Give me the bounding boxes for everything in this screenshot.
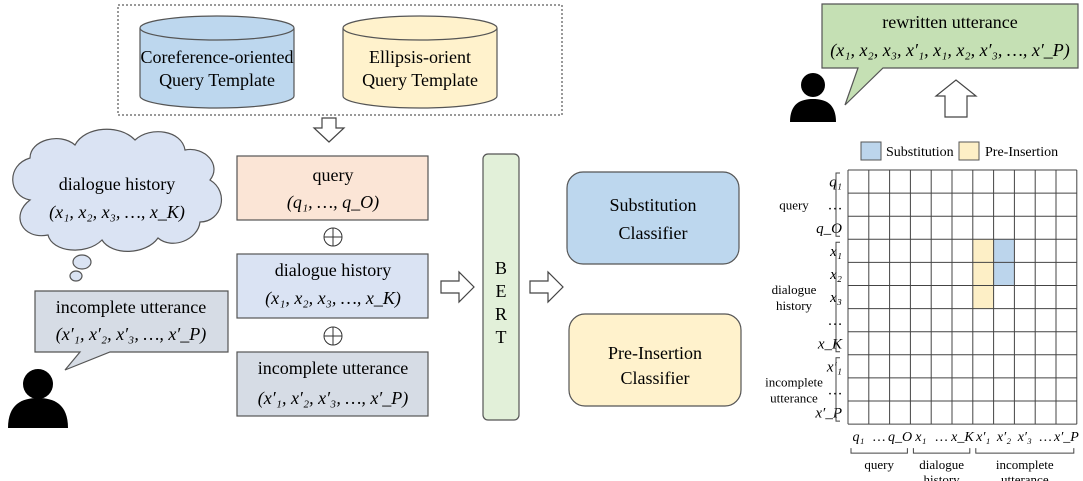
row-group-label: utterance — [770, 390, 818, 405]
col-group-bracket — [975, 448, 1075, 454]
col-label: x′₁ — [975, 430, 990, 445]
row-group-label: dialogue — [772, 282, 817, 297]
bert-letter: E — [496, 281, 507, 301]
preinsertion-classifier-line2: Classifier — [621, 368, 690, 388]
bert-letter: R — [495, 304, 507, 324]
col-label: … — [873, 430, 885, 445]
col-label: q₁ — [852, 430, 864, 445]
oplus-symbol — [323, 227, 343, 247]
user-icon — [790, 73, 836, 122]
substitution-cell — [993, 239, 1015, 263]
bert-letter: T — [496, 327, 507, 347]
row-group-label: incomplete — [765, 374, 823, 389]
legend-substitution-swatch — [860, 141, 882, 161]
col-group-bracket — [912, 448, 971, 454]
substitution-classifier-line1: Substitution — [609, 195, 696, 215]
coreference-template-cylinder: Coreference-oriented Query Template — [139, 15, 295, 109]
preinsertion-classifier-line1: Pre-Insertion — [608, 343, 702, 363]
utterance-box-formula: (x′₁, x′₂, x′₃, …, x′_P) — [258, 388, 408, 409]
bubble-formula: (x′₁, x′₂, x′₃, …, x′_P) — [56, 324, 206, 345]
dialogue-history-box: dialogue history (x₁, x₂, x₃, …, x_K) — [236, 253, 429, 319]
row-group-bracket — [835, 357, 840, 422]
history-box-title: dialogue history — [275, 260, 391, 280]
row-label: q_O — [816, 221, 842, 237]
utterance-box-title: incomplete utterance — [258, 358, 408, 378]
rewritten-utterance-bubble: rewritten utterance (x₁, x₂, x₃, x′₁, x₁… — [821, 3, 1079, 106]
query-box-title: query — [313, 165, 354, 185]
row-label: x′₁ — [826, 359, 842, 375]
up-arrow-icon — [934, 79, 978, 118]
row-label: … — [829, 382, 842, 398]
preinsertion-cell — [972, 262, 994, 286]
bert-letter: B — [495, 258, 507, 278]
rewritten-title: rewritten utterance — [882, 12, 1017, 32]
col-group-bracket — [850, 448, 908, 454]
col-group-label: utterance — [1001, 472, 1049, 481]
col-group-label: query — [864, 457, 894, 472]
col-group-label: history — [924, 472, 961, 481]
oplus-symbol — [323, 326, 343, 346]
row-group-bracket — [835, 241, 840, 353]
row-label: x_K — [817, 336, 843, 352]
legend-substitution-label: Substitution — [886, 145, 954, 160]
cloud-formula: (x₁, x₂, x₃, …, x_K) — [49, 202, 185, 223]
bert-encoder: B E R T — [482, 153, 520, 421]
col-label: x′_P — [1053, 430, 1079, 445]
legend: Substitution Pre-Insertion — [860, 141, 1058, 161]
query-box: query (q₁, …, q_O) — [236, 155, 429, 221]
dialogue-history-cloud: dialogue history (x₁, x₂, x₃, …, x_K) — [12, 128, 222, 282]
preinsertion-classifier: Pre-Insertion Classifier — [568, 313, 742, 407]
preinsertion-cell — [972, 239, 994, 263]
col-group-label: incomplete — [996, 457, 1054, 472]
incomplete-utterance-box: incomplete utterance (x′₁, x′₂, x′₃, …, … — [236, 351, 429, 417]
right-arrow-icon — [440, 270, 475, 304]
col-group-label: dialogue — [919, 457, 964, 472]
legend-preinsertion-swatch — [958, 141, 980, 161]
substitution-cell — [993, 262, 1015, 286]
rewritten-formula: (x₁, x₂, x₃, x′₁, x₁, x₂, x′₃, …, x′_P) — [830, 40, 1070, 61]
query-box-formula: (q₁, …, q_O) — [287, 192, 379, 213]
incomplete-utterance-bubble: incomplete utterance (x′₁, x′₂, x′₃, …, … — [34, 290, 229, 371]
user-icon — [8, 369, 68, 428]
cloud-bubble — [69, 270, 83, 282]
preinsertion-cell — [972, 285, 994, 309]
down-arrow-icon — [312, 117, 346, 143]
col-label: x′₃ — [1017, 430, 1032, 445]
substitution-classifier: Substitution Classifier — [566, 171, 740, 265]
row-label: … — [829, 198, 842, 214]
bubble-title: incomplete utterance — [56, 297, 206, 317]
row-group-bracket — [835, 172, 840, 237]
coref-template-line2: Query Template — [159, 70, 275, 90]
col-label: q_O — [888, 430, 912, 445]
template-group-frame — [117, 4, 563, 116]
col-label: … — [1039, 430, 1051, 445]
coref-template-line1: Coreference-oriented — [141, 47, 294, 67]
history-box-formula: (x₁, x₂, x₃, …, x_K) — [265, 288, 401, 309]
cloud-bubble — [72, 254, 92, 270]
row-label: x′_P — [814, 406, 842, 422]
right-arrow-icon — [529, 270, 564, 304]
ellipsis-template-line2: Query Template — [362, 70, 478, 90]
col-label: … — [935, 430, 947, 445]
legend-preinsertion-label: Pre-Insertion — [985, 145, 1058, 160]
row-group-label: history — [776, 298, 813, 313]
ellipsis-template-cylinder: Ellipsis-orient Query Template — [342, 15, 498, 109]
ellipsis-template-line1: Ellipsis-orient — [369, 47, 471, 67]
substitution-classifier-line2: Classifier — [619, 223, 688, 243]
col-label: x′₂ — [996, 430, 1011, 445]
cloud-title: dialogue history — [59, 174, 175, 194]
row-label: … — [829, 313, 842, 329]
col-label: x_K — [950, 430, 974, 445]
row-group-label: query — [779, 198, 809, 213]
col-label: x₁ — [914, 430, 926, 445]
